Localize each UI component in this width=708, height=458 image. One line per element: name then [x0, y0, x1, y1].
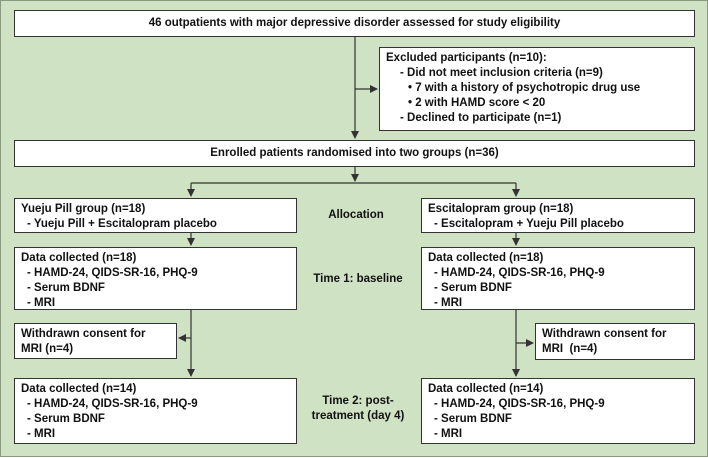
- assessed-text: 46 outpatients with major depressive dis…: [148, 17, 561, 29]
- stage-time1: Time 1: baseline: [313, 273, 403, 285]
- right-baseline-item: - MRI: [434, 297, 463, 309]
- enrolled-text: Enrolled patients randomised into two gr…: [210, 147, 499, 159]
- left-group-title: Yueju Pill group (n=18): [21, 203, 146, 215]
- left-post-box: Data collected (n=14) - HAMD-24, QIDS-SR…: [14, 378, 297, 444]
- right-post-item: - MRI: [434, 428, 463, 440]
- right-baseline-item: - HAMD-24, QIDS-SR-16, PHQ-9: [434, 267, 605, 279]
- left-baseline-title: Data collected (n=18): [21, 252, 137, 264]
- excluded-line: - Declined to participate (n=1): [400, 112, 562, 124]
- right-post-item: - HAMD-24, QIDS-SR-16, PHQ-9: [434, 398, 605, 410]
- assessed-box: 46 outpatients with major depressive dis…: [14, 10, 695, 37]
- stage-allocation: Allocation: [328, 209, 384, 221]
- left-baseline-item: - HAMD-24, QIDS-SR-16, PHQ-9: [27, 267, 198, 279]
- left-baseline-item: - MRI: [27, 297, 56, 309]
- stage-time2: Time 2: post- treatment (day 4): [297, 394, 419, 424]
- right-group-box: Escitalopram group (n=18) - Escitalopram…: [421, 198, 695, 233]
- right-group-title: Escitalopram group (n=18): [428, 203, 574, 215]
- left-post-item: - MRI: [27, 428, 56, 440]
- left-group-box: Yueju Pill group (n=18) - Yueju Pill + E…: [14, 198, 297, 233]
- excluded-line: • 7 with a history of psychotropic drug …: [408, 82, 641, 94]
- right-baseline-item: - Serum BDNF: [434, 282, 512, 294]
- left-baseline-item: - Serum BDNF: [27, 282, 105, 294]
- left-baseline-box: Data collected (n=18) - HAMD-24, QIDS-SR…: [14, 247, 297, 310]
- left-post-title: Data collected (n=14): [21, 383, 137, 395]
- excluded-box: Excluded participants (n=10): - Did not …: [379, 47, 695, 131]
- right-withdrawn-line: MRI (n=4): [542, 343, 598, 355]
- excluded-line: - Did not meet inclusion criteria (n=9): [400, 67, 603, 79]
- right-baseline-box: Data collected (n=18) - HAMD-24, QIDS-SR…: [421, 247, 695, 310]
- right-withdrawn-box: Withdrawn consent for MRI (n=4): [535, 323, 695, 360]
- excluded-title: Excluded participants (n=10):: [386, 52, 547, 64]
- enrolled-box: Enrolled patients randomised into two gr…: [14, 140, 695, 167]
- right-baseline-title: Data collected (n=18): [428, 252, 544, 264]
- stage-time2-line: treatment (day 4): [311, 410, 405, 422]
- right-group-detail: - Escitalopram + Yueju Pill placebo: [434, 218, 624, 230]
- right-withdrawn-line: Withdrawn consent for: [542, 328, 667, 340]
- excluded-line: • 2 with HAMD score < 20: [408, 97, 546, 109]
- left-withdrawn-line: MRI (n=4): [21, 343, 74, 355]
- left-post-item: - HAMD-24, QIDS-SR-16, PHQ-9: [27, 398, 198, 410]
- stage-time2-line: Time 2: post-: [322, 395, 394, 407]
- left-withdrawn-line: Withdrawn consent for: [21, 328, 146, 340]
- left-withdrawn-box: Withdrawn consent for MRI (n=4): [14, 323, 177, 359]
- right-post-box: Data collected (n=14) - HAMD-24, QIDS-SR…: [421, 378, 695, 444]
- right-post-title: Data collected (n=14): [428, 383, 544, 395]
- right-post-item: - Serum BDNF: [434, 413, 512, 425]
- left-post-item: - Serum BDNF: [27, 413, 105, 425]
- left-group-detail: - Yueju Pill + Escitalopram placebo: [27, 218, 217, 230]
